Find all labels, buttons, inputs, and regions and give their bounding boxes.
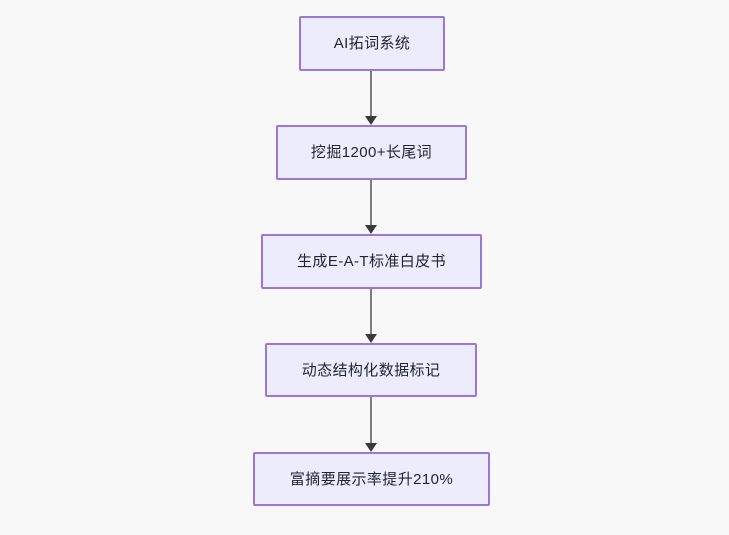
flow-node-label: 动态结构化数据标记 [301,361,441,379]
arrowhead-3 [365,334,377,343]
connector-line-3 [370,289,372,335]
flow-node-rich-snippet-increase[interactable]: 富摘要展示率提升210% [253,452,490,506]
connector-line-1 [370,71,372,117]
flow-node-label: 生成E-A-T标准白皮书 [297,253,446,270]
flow-node-mine-longtail-keywords[interactable]: 挖掘1200+长尾词 [276,125,467,180]
flow-node-label: 挖掘1200+长尾词 [310,144,433,161]
arrowhead-1 [365,116,377,125]
flow-node-dynamic-structured-data[interactable]: 动态结构化数据标记 [265,343,477,397]
flow-node-label: AI拓词系统 [333,35,411,52]
flow-node-generate-eat-whitepaper[interactable]: 生成E-A-T标准白皮书 [261,234,482,289]
connector-line-4 [370,397,372,444]
arrowhead-4 [365,443,377,452]
flow-node-label: 富摘要展示率提升210% [289,470,454,488]
connector-line-2 [370,180,372,226]
flow-node-ai-keyword-system[interactable]: AI拓词系统 [299,16,445,71]
arrowhead-2 [365,225,377,234]
